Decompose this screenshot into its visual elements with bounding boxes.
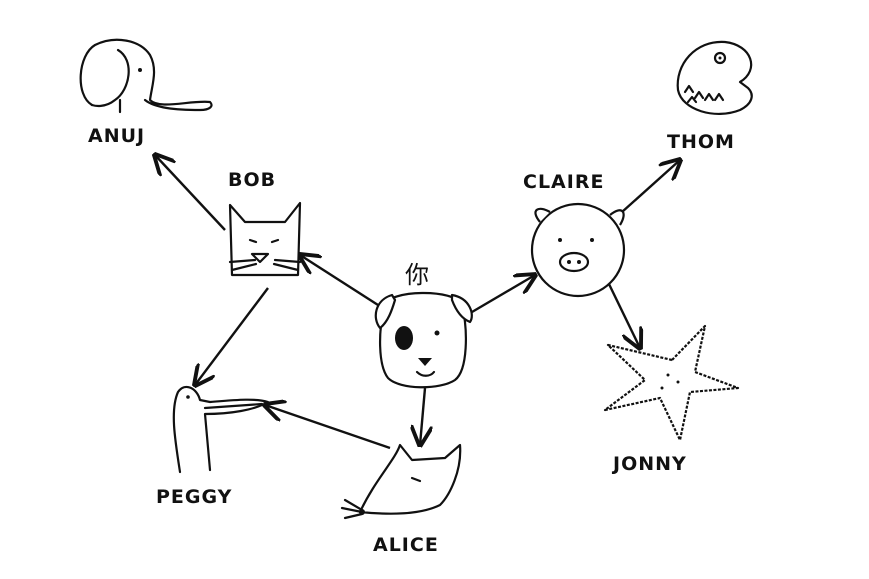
edge-you-to-alice	[420, 387, 425, 445]
node-label-bob: BOB	[228, 169, 276, 191]
fish-icon	[676, 40, 753, 115]
elephant-icon	[79, 38, 213, 114]
edge-claire-to-thom	[621, 160, 680, 213]
edge-bob-to-peggy	[195, 287, 269, 385]
pig-icon	[530, 202, 626, 298]
edge-you-to-claire	[471, 275, 535, 314]
edges	[155, 155, 680, 450]
node-label-anuj: ANUJ	[88, 125, 145, 147]
dog-icon	[374, 291, 473, 389]
edge-bob-to-anuj	[155, 155, 226, 231]
node-label-alice: ALICE	[373, 534, 439, 556]
rat-icon	[340, 443, 462, 520]
starfish-icon	[603, 324, 740, 442]
edge-alice-to-peggy	[265, 405, 391, 450]
node-label-thom: THOM	[667, 131, 735, 153]
cat-icon	[228, 201, 302, 277]
node-label-claire: CLAIRE	[523, 171, 604, 193]
edge-claire-to-jonny	[606, 281, 640, 348]
bird-icon	[172, 385, 270, 474]
node-label-jonny: JONNY	[611, 453, 687, 475]
node-label-you: 你	[405, 261, 429, 289]
node-label-peggy: PEGGY	[156, 486, 232, 508]
edge-you-to-bob	[300, 255, 379, 307]
